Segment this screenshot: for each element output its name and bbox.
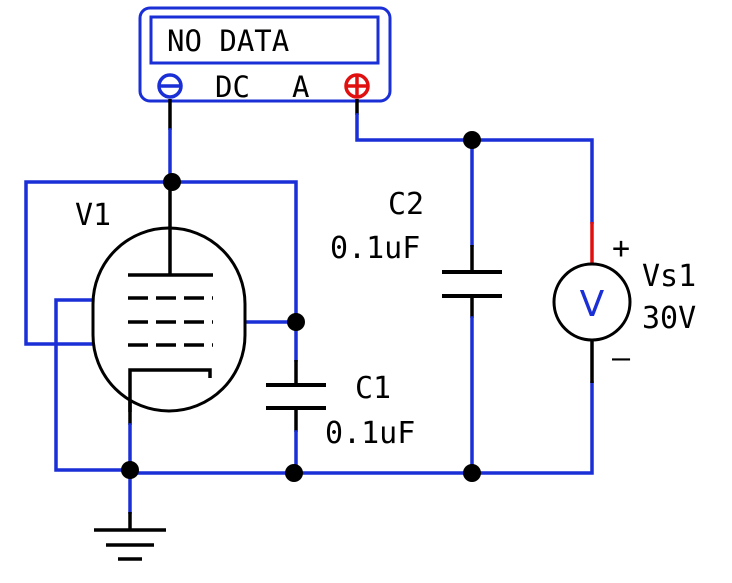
junction-plate <box>163 173 181 191</box>
ammeter[interactable]: NO DATA DC A <box>138 6 392 104</box>
ground-icon <box>94 528 166 561</box>
ammeter-unit-label: A <box>292 70 309 104</box>
wire-right-drop <box>168 180 298 324</box>
junction-dots <box>121 131 481 482</box>
source-symbol-icon: V <box>580 284 605 325</box>
source-ref-label: Vs1 <box>642 259 696 294</box>
tube-ref-label: V1 <box>75 198 111 233</box>
junction-c2-top <box>463 131 481 149</box>
source-minus-label: – <box>612 341 631 376</box>
wire-bottom-rail <box>125 381 594 475</box>
junction-grid <box>287 313 305 331</box>
c1-value-label: 0.1uF <box>325 416 415 451</box>
plus-circle-icon[interactable] <box>344 73 370 99</box>
ammeter-mode-label: DC <box>215 70 250 104</box>
ammeter-display <box>149 15 380 65</box>
ammeter-display-text: NO DATA <box>167 24 289 58</box>
c1-ref-label: C1 <box>355 371 391 406</box>
c2-ref-label: C2 <box>388 187 424 222</box>
wire-left-loop <box>24 180 172 346</box>
junction-c2-bottom <box>463 464 481 482</box>
capacitor-c2[interactable] <box>442 270 502 298</box>
source-plus-label: + <box>612 231 630 266</box>
minus-circle-icon[interactable] <box>157 73 183 99</box>
c2-value-label: 0.1uF <box>330 231 420 266</box>
voltage-source[interactable]: V <box>552 262 632 342</box>
source-value-label: 30V <box>642 301 696 336</box>
wire-left-inner <box>54 298 129 472</box>
junction-c1-bottom <box>285 464 303 482</box>
junction-ground <box>121 461 139 479</box>
vacuum-tube[interactable] <box>91 182 247 413</box>
capacitor-c1[interactable] <box>266 383 326 410</box>
